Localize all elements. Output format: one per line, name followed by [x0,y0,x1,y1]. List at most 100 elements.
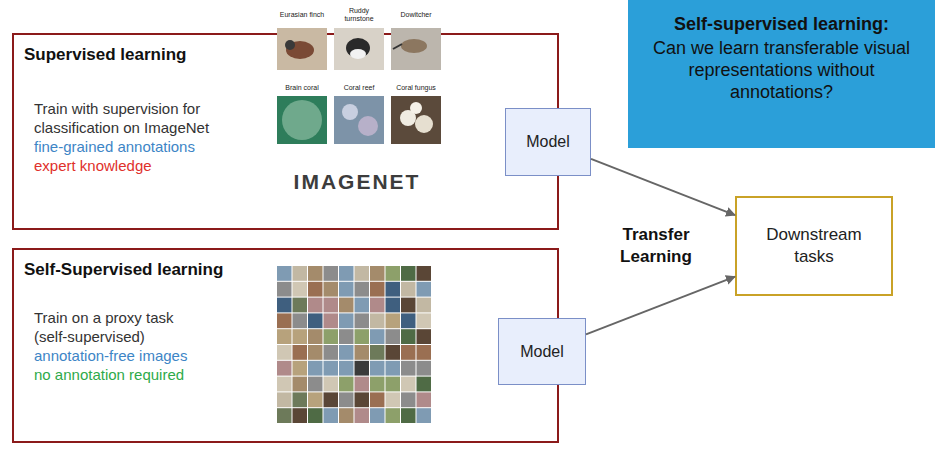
mosaic-tile [355,361,370,376]
mosaic-tile [401,313,416,328]
image-caption: Ruddy turnstone [334,7,384,23]
mosaic-tile [308,282,323,297]
image-caption: Eurasian finch [272,11,332,19]
mosaic-tile [417,408,432,423]
mosaic-tile [417,298,432,313]
question-banner: Self-supervised learning:Can we learn tr… [628,0,935,148]
dataset-logo: IMAGENET [282,170,432,194]
mosaic-tile [277,282,292,297]
mosaic-tile [417,266,432,281]
mosaic-tile [355,377,370,392]
mosaic-tile [324,266,339,281]
mosaic-tile [293,392,308,407]
mosaic-tile [293,266,308,281]
image-mosaic [277,266,431,423]
mosaic-tile [324,282,339,297]
mosaic-tile [308,298,323,313]
mosaic-tile [293,345,308,360]
mosaic-tile [308,377,323,392]
mosaic-tile [339,329,354,344]
transfer-arrow [586,277,735,335]
mosaic-tile [370,313,385,328]
mosaic-tile [308,392,323,407]
mosaic-tile [401,408,416,423]
mosaic-tile [339,313,354,328]
mosaic-tile [277,377,292,392]
mosaic-tile [386,361,401,376]
banner-heading: Self-supervised learning: [628,14,935,35]
mosaic-tile [355,298,370,313]
mosaic-tile [339,408,354,423]
mosaic-tile [293,313,308,328]
mosaic-tile [370,282,385,297]
mosaic-tile [277,345,292,360]
mosaic-tile [370,329,385,344]
mosaic-tile [339,282,354,297]
mosaic-tile [277,329,292,344]
body-text: Train with supervision for classificatio… [34,99,239,137]
mosaic-tile [370,345,385,360]
mosaic-tile [324,298,339,313]
mosaic-tile [277,408,292,423]
mosaic-tile [293,298,308,313]
mosaic-tile [308,329,323,344]
mosaic-tile [355,282,370,297]
mosaic-tile [370,408,385,423]
transfer-arrow [591,159,735,215]
mosaic-tile [293,408,308,423]
mosaic-tile [293,329,308,344]
mosaic-tile [386,266,401,281]
mosaic-tile [386,345,401,360]
mosaic-tile [370,361,385,376]
mosaic-tile [277,298,292,313]
mosaic-tile [401,392,416,407]
mosaic-tile [339,345,354,360]
mosaic-tile [339,392,354,407]
mosaic-tile [308,266,323,281]
mosaic-tile [386,282,401,297]
mosaic-tile [401,298,416,313]
mosaic-tile [355,345,370,360]
model-box: Model [498,318,586,385]
mosaic-tile [308,313,323,328]
mosaic-tile [339,377,354,392]
mosaic-tile [401,266,416,281]
task-label: Downstream tasks [749,224,879,268]
mosaic-tile [355,266,370,281]
mosaic-tile [417,313,432,328]
mosaic-tile [401,329,416,344]
mosaic-tile [370,377,385,392]
mosaic-tile [386,377,401,392]
body-text: no annotation required [34,365,254,384]
mosaic-tile [324,329,339,344]
task-box: Downstream tasks [735,196,893,296]
mosaic-tile [386,329,401,344]
mosaic-tile [370,392,385,407]
mosaic-tile [355,392,370,407]
mosaic-tile [277,392,292,407]
mosaic-tile [324,377,339,392]
body-text: Train on a proxy task (self-supervised) [34,308,209,346]
model-box: Model [505,108,591,176]
mosaic-tile [386,298,401,313]
mosaic-tile [293,361,308,376]
mosaic-tile [401,282,416,297]
mosaic-tile [308,361,323,376]
model-label: Model [520,343,564,361]
mosaic-tile [417,392,432,407]
mosaic-tile [324,408,339,423]
image-caption: Coral fungus [386,84,446,92]
mosaic-tile [417,282,432,297]
mosaic-tile [324,345,339,360]
mosaic-tile [370,298,385,313]
mosaic-tile [355,313,370,328]
mosaic-tile [417,377,432,392]
mosaic-tile [277,361,292,376]
mosaic-tile [401,377,416,392]
mosaic-tile [339,298,354,313]
mosaic-tile [417,345,432,360]
banner-text: Can we learn transferable visual represe… [638,37,925,103]
mosaic-tile [417,361,432,376]
image-caption: Brain coral [272,84,332,92]
mosaic-tile [339,361,354,376]
